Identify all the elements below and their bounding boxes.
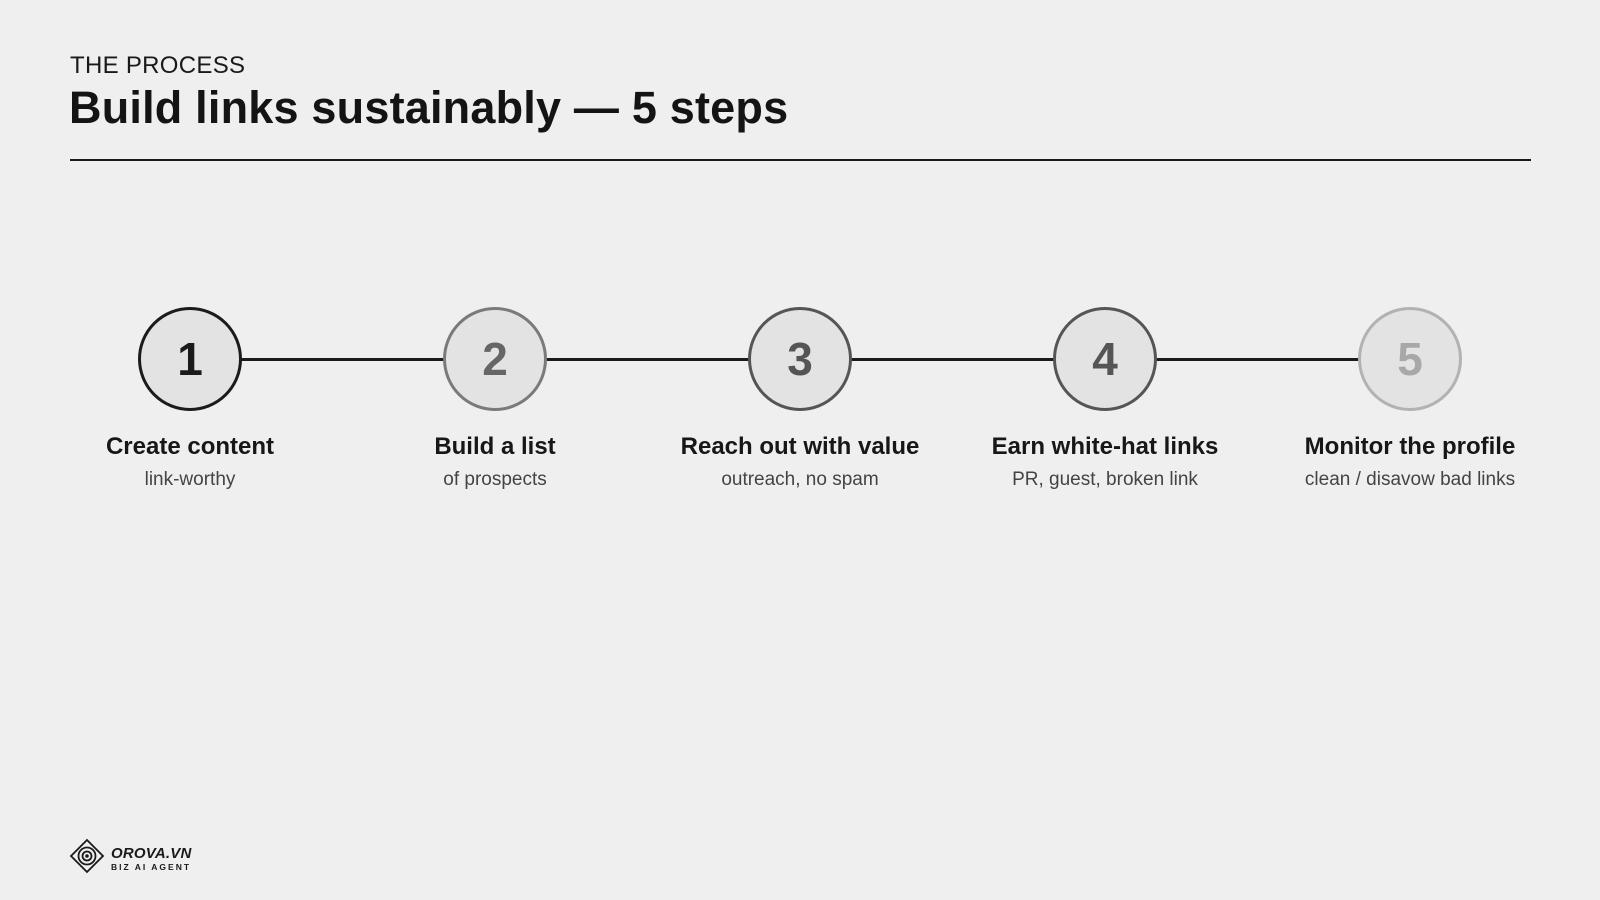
step-5: 5 Monitor the profile clean / disavow ba… [1260, 307, 1560, 491]
step-title: Monitor the profile [1304, 433, 1516, 460]
step-subtitle: link-worthy [144, 469, 236, 490]
eyebrow-label: THE PROCESS [70, 52, 246, 79]
step-subtitle: outreach, no spam [721, 469, 879, 490]
step-connector [545, 358, 749, 361]
title-divider [70, 159, 1531, 161]
step-title: Build a list [434, 433, 556, 460]
step-number: 5 [1397, 333, 1423, 385]
step-number: 4 [1092, 333, 1118, 385]
step-title: Earn white-hat links [991, 433, 1219, 460]
step-subtitle: of prospects [443, 469, 547, 490]
step-1: 1 Create content link-worthy [40, 307, 340, 491]
logo-name: OROVA.VN [111, 844, 192, 862]
logo-tagline: BIZ AI AGENT [111, 861, 192, 872]
step-connector [850, 358, 1054, 361]
step-number-circle: 4 [1053, 307, 1157, 411]
brand-logo: OROVA.VN BIZ AI AGENT [69, 838, 192, 879]
step-number-circle: 1 [138, 307, 242, 411]
orova-logo-icon [69, 838, 105, 879]
step-number: 2 [482, 333, 508, 385]
step-connector [1155, 358, 1359, 361]
step-3: 3 Reach out with value outreach, no spam [650, 307, 950, 491]
step-title: Create content [105, 433, 275, 460]
step-4: 4 Earn white-hat links PR, guest, broken… [955, 307, 1255, 491]
step-2: 2 Build a list of prospects [345, 307, 645, 491]
step-subtitle: clean / disavow bad links [1304, 469, 1516, 490]
step-number: 3 [787, 333, 813, 385]
step-connector [240, 358, 444, 361]
step-subtitle: PR, guest, broken link [1012, 469, 1198, 490]
step-number-circle: 5 [1358, 307, 1462, 411]
step-number-circle: 3 [748, 307, 852, 411]
page-title: Build links sustainably — 5 steps [69, 82, 789, 133]
step-number: 1 [177, 333, 203, 385]
step-number-circle: 2 [443, 307, 547, 411]
step-title: Reach out with value [680, 433, 920, 460]
